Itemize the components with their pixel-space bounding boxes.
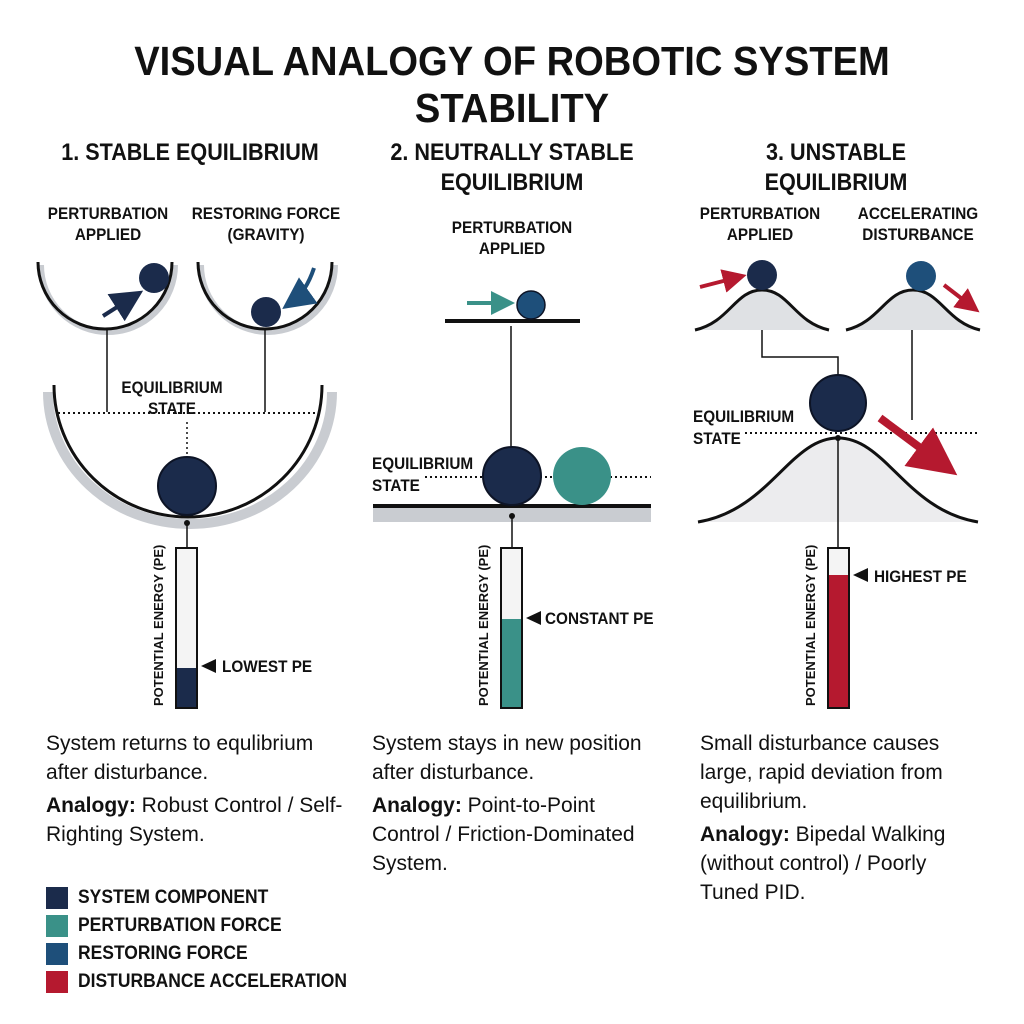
col1-pe-label: LOWEST PE bbox=[222, 657, 313, 676]
col1-pe-pointer bbox=[201, 659, 216, 673]
legend: SYSTEM COMPONENT PERTURBATION FORCE REST… bbox=[46, 884, 370, 996]
col2-equilibrium-line2: STATE bbox=[372, 476, 420, 495]
col2-description: System stays in new position after distu… bbox=[372, 729, 662, 878]
col1-large-bowl bbox=[43, 384, 337, 529]
col1-analogy-text: Robust Control / Self-Righting System. bbox=[46, 794, 343, 846]
col1-desc-text: System returns to equlibrium after distu… bbox=[46, 732, 314, 784]
col2-analogy-label: Analogy: bbox=[372, 794, 462, 817]
col3-equilibrium-line1: EQUILIBRIUM bbox=[693, 407, 795, 426]
legend-item-perturbation-force: PERTURBATION FORCE bbox=[46, 912, 370, 940]
col2-pe-pointer bbox=[526, 611, 541, 625]
col3-pe-gauge bbox=[827, 547, 868, 709]
col2-heading-line1: 2. NEUTRALLY STABLE bbox=[390, 139, 634, 166]
legend-label: SYSTEM COMPONENT bbox=[78, 887, 269, 908]
legend-item-system-component: SYSTEM COMPONENT bbox=[46, 884, 370, 912]
col2-equilibrium-label: EQUILIBRIUM STATE bbox=[372, 453, 473, 497]
col1-perturbation-line2: APPLIED bbox=[74, 225, 142, 244]
col1-restoring-line1: RESTORING FORCE bbox=[191, 204, 341, 223]
col2-pe-gauge bbox=[500, 547, 541, 709]
legend-swatch bbox=[46, 971, 68, 993]
col3-heading: 3. UNSTABLE EQUILIBRIUM bbox=[764, 139, 908, 196]
col3-small-hill-right bbox=[845, 261, 981, 332]
page-title: VISUAL ANALOGY OF ROBOTIC SYSTEM STABILI… bbox=[134, 38, 890, 131]
col1-perturbation-line1: PERTURBATION bbox=[47, 204, 169, 223]
col1-ball-restoring bbox=[251, 297, 281, 327]
col3-analogy: Analogy: Bipedal Walking (without contro… bbox=[700, 820, 975, 907]
col3-ball-perturbed bbox=[747, 260, 777, 290]
col3-ball-accelerating bbox=[906, 261, 936, 291]
col3-pe-axis-label: POTENTIAL ENERGY (PE) bbox=[803, 545, 818, 706]
col2-equilibrium-line1: EQUILIBRIUM bbox=[372, 454, 474, 473]
legend-label: RESTORING FORCE bbox=[78, 943, 248, 964]
legend-swatch bbox=[46, 915, 68, 937]
col2-desc-text: System stays in new position after distu… bbox=[372, 732, 642, 784]
col2-perturbation-line2: APPLIED bbox=[478, 239, 546, 258]
legend-swatch bbox=[46, 943, 68, 965]
col3-small-hill-left bbox=[694, 260, 830, 332]
col3-large-disturbance-arrow bbox=[877, 414, 958, 476]
col3-system-ball bbox=[809, 374, 867, 432]
col1-analogy-label: Analogy: bbox=[46, 794, 136, 817]
col3-accelerating-label: ACCELERATING DISTURBANCE bbox=[848, 203, 988, 245]
col1-small-bowl-right bbox=[196, 261, 338, 335]
col2-pe-axis-label: POTENTIAL ENERGY (PE) bbox=[476, 545, 491, 706]
col2-ball-displaced bbox=[553, 447, 611, 505]
col3-pe-pointer bbox=[853, 568, 868, 582]
col3-accelerating-line1: ACCELERATING bbox=[857, 204, 979, 223]
col1-small-bowl-left bbox=[36, 261, 178, 335]
col3-equilibrium-line2: STATE bbox=[693, 429, 741, 448]
col1-pe-gauge bbox=[175, 547, 216, 709]
col1-perturbation-label: PERTURBATION APPLIED bbox=[36, 203, 180, 245]
col1-restoring-arrow bbox=[282, 267, 318, 309]
col2-small-plane bbox=[445, 290, 580, 323]
col3-analogy-text: Bipedal Walking (without control) / Poor… bbox=[700, 823, 946, 904]
col1-perturbation-arrow bbox=[101, 290, 144, 322]
col2-heading: 2. NEUTRALLY STABLE EQUILIBRIUM bbox=[368, 138, 656, 198]
col2-analogy-text: Point-to-Point Control / Friction-Domina… bbox=[372, 794, 635, 875]
col2-perturbation-label: PERTURBATION APPLIED bbox=[440, 217, 584, 259]
legend-item-disturbance-acceleration: DISTURBANCE ACCELERATION bbox=[46, 968, 370, 996]
col1-description: System returns to equlibrium after distu… bbox=[46, 729, 346, 849]
col2-pe-label: CONSTANT PE bbox=[545, 609, 654, 628]
legend-swatch bbox=[46, 887, 68, 909]
legend-item-restoring-force: RESTORING FORCE bbox=[46, 940, 370, 968]
col1-system-ball bbox=[157, 456, 217, 516]
col3-perturbation-arrow bbox=[699, 269, 747, 293]
col2-system-ball bbox=[482, 446, 542, 506]
col1-pe-fill bbox=[177, 668, 196, 707]
col1-ball-perturbed bbox=[139, 263, 169, 293]
col1-equilibrium-line1: EQUILIBRIUM bbox=[121, 378, 223, 397]
col1-pe-axis-label: POTENTIAL ENERGY (PE) bbox=[151, 545, 166, 706]
col3-pe-label: HIGHEST PE bbox=[874, 567, 967, 586]
col3-desc-text: Small disturbance causes large, rapid de… bbox=[700, 732, 943, 813]
col2-ball-small bbox=[516, 290, 546, 320]
col1-restoring-line2: (GRAVITY) bbox=[227, 225, 305, 244]
col3-perturbation-line1: PERTURBATION bbox=[699, 204, 821, 223]
col2-perturbation-line1: PERTURBATION bbox=[451, 218, 573, 237]
col1-analogy: Analogy: Robust Control / Self-Righting … bbox=[46, 791, 346, 849]
col3-perturbation-line2: APPLIED bbox=[726, 225, 794, 244]
col1-restoring-label: RESTORING FORCE (GRAVITY) bbox=[189, 203, 344, 245]
col3-analogy-label: Analogy: bbox=[700, 823, 790, 846]
col3-perturbation-label: PERTURBATION APPLIED bbox=[688, 203, 832, 245]
col2-heading-line2: EQUILIBRIUM bbox=[440, 169, 584, 196]
col3-disturbance-arrow bbox=[942, 283, 980, 313]
col2-pe-fill bbox=[502, 619, 521, 707]
col3-pe-fill bbox=[829, 575, 848, 707]
col3-accelerating-line2: DISTURBANCE bbox=[862, 225, 974, 244]
legend-label: PERTURBATION FORCE bbox=[78, 915, 282, 936]
col3-equilibrium-label: EQUILIBRIUM STATE bbox=[693, 406, 794, 450]
col2-analogy: Analogy: Point-to-Point Control / Fricti… bbox=[372, 791, 662, 878]
legend-label: DISTURBANCE ACCELERATION bbox=[78, 971, 347, 992]
col1-heading: 1. STABLE EQUILIBRIUM bbox=[61, 139, 319, 166]
col3-description: Small disturbance causes large, rapid de… bbox=[700, 729, 975, 907]
